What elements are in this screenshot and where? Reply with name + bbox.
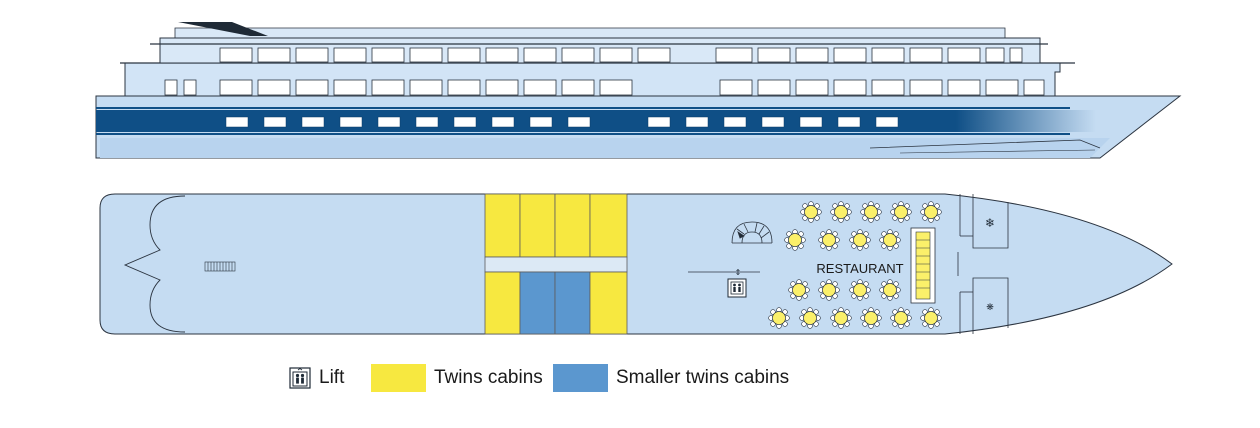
legend-smaller-twins-label: Smaller twins cabins [616,367,790,388]
restaurant-table [800,201,822,223]
restaurant-table [830,307,852,329]
restaurant-table [879,229,901,251]
bow-line [899,149,1096,154]
restaurant-tables [768,201,942,329]
fan-icon: ❋ [986,303,994,313]
sun-deck [174,27,1006,39]
legend-smaller-twins-swatch [553,364,608,392]
restaurant-table [818,279,840,301]
restaurant-table [920,307,942,329]
restaurant-table [830,201,852,223]
spiral-staircase [731,221,773,244]
bow-rooms [957,194,1009,334]
restaurant-table [818,229,840,251]
funnel-cap [178,22,268,36]
restaurant-table [788,279,810,301]
restaurant-table [860,307,882,329]
lower-portholes [225,116,899,128]
legend-smaller-twins: Smaller twins cabins [553,364,789,392]
restaurant-table [799,307,821,329]
restaurant-table [860,201,882,223]
legend-lift-label: Lift [319,367,345,388]
restaurant-table [784,229,806,251]
restaurant-label: RESTAURANT [816,261,903,276]
hull-bottom [100,138,1110,158]
legend-lift: Lift [289,364,344,392]
restaurant-table [849,229,871,251]
upper-deck-windows [219,47,1023,63]
deck-plan: ↕ RESTAURANT ❄ ❋ [99,193,1173,335]
bow-detail [869,139,1101,149]
deck-outline [99,193,1173,335]
legend-twins-label: Twins cabins [434,367,543,388]
svg-text:↕: ↕ [735,268,742,277]
restaurant-table [849,279,871,301]
restaurant-table [920,201,942,223]
lift-icon: ↕ [688,268,760,298]
stern-deck-curve [123,195,186,333]
buffet-counter [910,227,936,304]
restaurant-table [890,307,912,329]
ship-side-profile [95,22,1182,159]
lift-icon [289,367,311,389]
restaurant-table [890,201,912,223]
legend-twins-swatch [371,364,426,392]
restaurant-table [768,307,790,329]
restaurant-table [879,279,901,301]
stern-stairs [204,261,236,272]
cabin-block [484,193,628,335]
snowflake-icon: ❄ [985,216,995,230]
legend-twins: Twins cabins [371,364,543,392]
main-deck-windows [164,79,1045,96]
